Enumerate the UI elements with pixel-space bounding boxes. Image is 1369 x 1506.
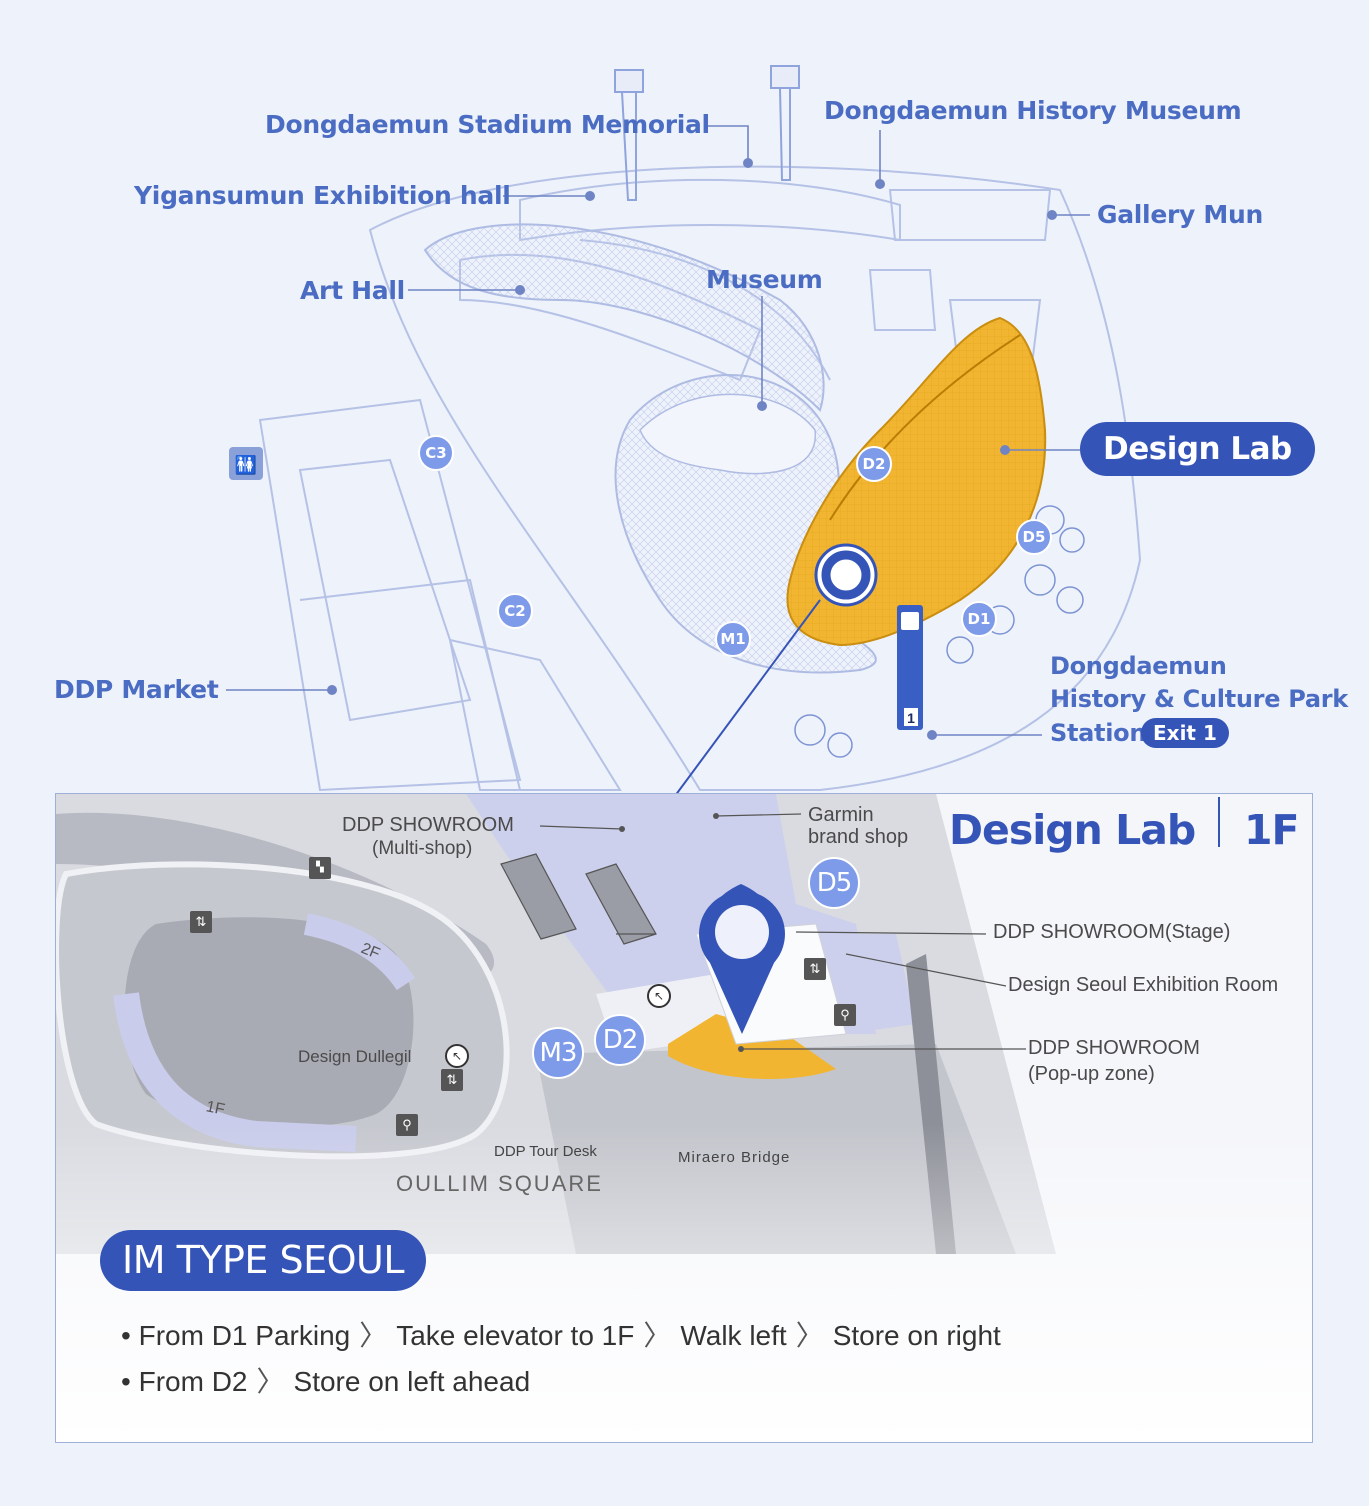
floor-plan-map (56, 794, 1312, 1442)
gate-m3[interactable]: M3 (532, 1027, 584, 1079)
chevron-right-icon: 〉 (256, 1366, 285, 1397)
svg-text:1: 1 (907, 710, 915, 726)
floor-plan-title: Design Lab (949, 806, 1196, 854)
gate-c3[interactable]: C3 (418, 435, 454, 471)
label-station-line2: History & Culture Park (1050, 685, 1348, 713)
label-art-hall: Art Hall (300, 276, 405, 305)
leader-lines (226, 125, 1090, 801)
elevator-icon: ⇅ (441, 1069, 463, 1091)
label-miraero-bridge: Miraero Bridge (678, 1149, 791, 1166)
floor-plan-panel: ⇅ ▚ ⇅ ⚲ ⚲ ⇅ ↖ ↖ DDP SHOWROOM (Multi-shop… (55, 793, 1313, 1443)
label-popup-zone: DDP SHOWROOM (1028, 1037, 1200, 1059)
gate-d2-upper[interactable]: D2 (856, 446, 892, 482)
label-station-line3: Station (1050, 719, 1147, 747)
elevator-icon: ⇅ (804, 958, 826, 980)
route-from-d1: • From D1 Parking〉Take elevator to 1F〉Wa… (121, 1320, 1001, 1351)
leader-dots (327, 158, 1057, 740)
restroom-icon: ⚲ (834, 1004, 856, 1026)
escalator-icon: ↖ (647, 984, 671, 1008)
label-station-line1: Dongdaemun (1050, 652, 1227, 680)
location-marker-ring (814, 543, 878, 607)
elevator-icon: ⇅ (190, 911, 212, 933)
bullet: • (121, 1366, 139, 1397)
parking-icon: ▚ (309, 857, 331, 879)
art-hall-structure (423, 223, 877, 674)
label-yigansumun: Yigansumun Exhibition hall (134, 181, 511, 210)
label-museum: Museum (706, 265, 823, 294)
label-showroom-stage: DDP SHOWROOM(Stage) (993, 921, 1231, 943)
floor-level: 1F (1244, 806, 1300, 854)
gate-d5-upper[interactable]: D5 (1016, 519, 1052, 555)
label-garmin: Garmin (808, 804, 874, 826)
label-garmin-sub: brand shop (808, 826, 909, 848)
label-popup-zone-sub: (Pop-up zone) (1028, 1063, 1155, 1085)
gate-d5[interactable]: D5 (808, 857, 860, 909)
subway-sign-icon: 1 (897, 605, 923, 730)
label-design-seoul: Design Seoul Exhibition Room (1008, 974, 1279, 996)
route-from-d2: • From D2〉Store on left ahead (121, 1366, 531, 1397)
label-showroom-multi: DDP SHOWROOM (342, 814, 514, 836)
escalator-icon (500, 853, 657, 945)
label-tour-desk: DDP Tour Desk (494, 1143, 597, 1160)
label-design-lab[interactable]: Design Lab (1080, 422, 1315, 476)
chevron-right-icon: 〉 (795, 1320, 824, 1351)
location-pin-icon (699, 884, 785, 1034)
label-ddp-market: DDP Market (54, 675, 219, 704)
label-showroom-multi-sub: (Multi-shop) (372, 838, 473, 859)
label-oullim-square: OULLIM SQUARE (396, 1171, 603, 1196)
restroom-icon: ⚲ (396, 1114, 418, 1136)
title-divider (1218, 797, 1220, 847)
label-history-museum: Dongdaemun History Museum (824, 96, 1242, 125)
stadium-light-towers (614, 65, 800, 201)
label-design-dullegil: Design Dullegil (298, 1047, 412, 1066)
gate-d1-upper[interactable]: D1 (961, 601, 997, 637)
chevron-right-icon: 〉 (359, 1320, 388, 1351)
chevron-right-icon: 〉 (643, 1320, 672, 1351)
badge-exit-1: Exit 1 (1141, 718, 1229, 748)
escalator-icon: ↖ (445, 1044, 469, 1068)
svg-text:🚻: 🚻 (235, 454, 257, 476)
label-gallery-mun: Gallery Mun (1097, 200, 1263, 229)
gate-c2[interactable]: C2 (497, 593, 533, 629)
label-stadium-memorial: Dongdaemun Stadium Memorial (265, 110, 710, 139)
bullet: • (121, 1320, 139, 1351)
restroom-icon: 🚻 (229, 447, 263, 480)
gate-d2[interactable]: D2 (594, 1014, 646, 1066)
store-name-badge: IM TYPE SEOUL (100, 1230, 427, 1291)
gate-m1[interactable]: M1 (715, 621, 751, 657)
